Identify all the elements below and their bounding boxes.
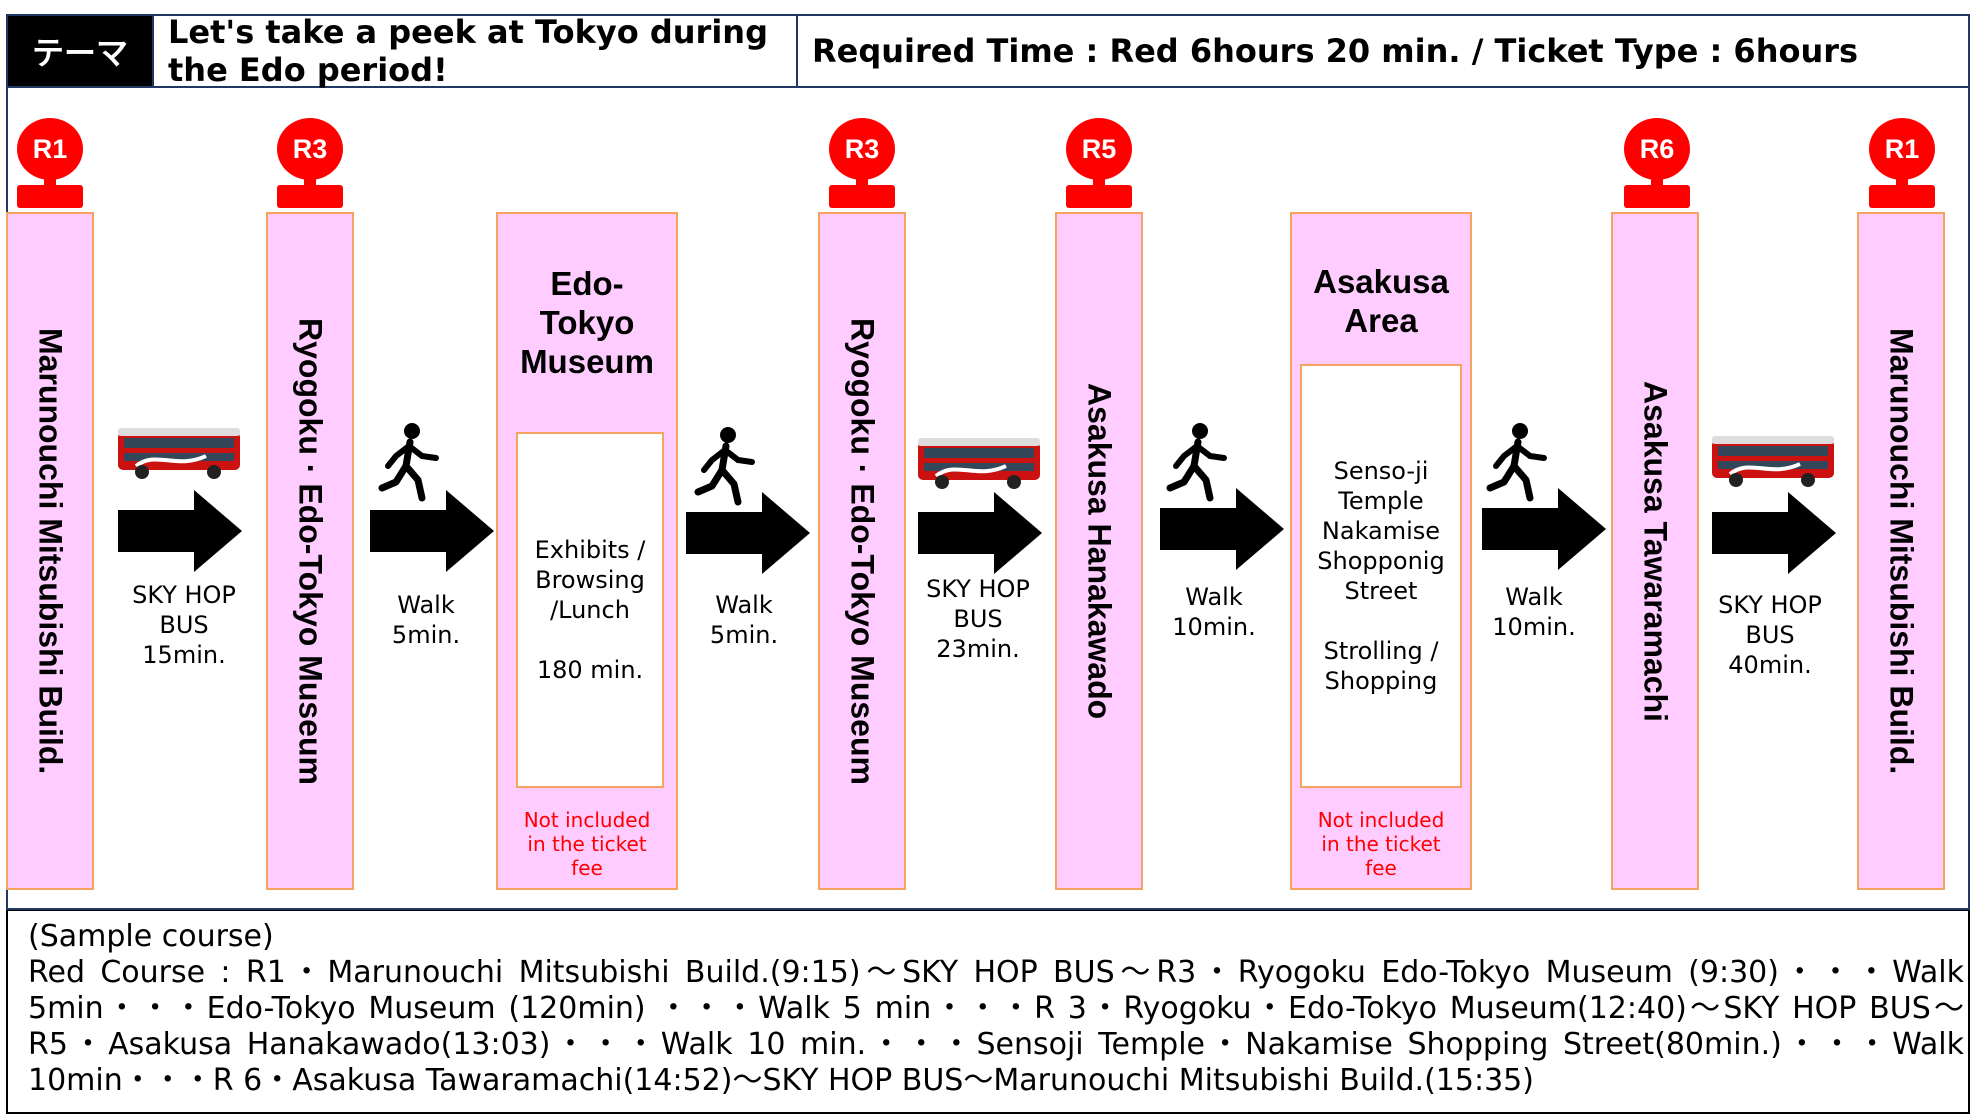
area-asakusa: Asakusa Area Senso-ji Temple Nakamise Sh… [1290,212,1472,890]
stop-name: Ryogoku · Edo-Tokyo Museum [844,317,881,785]
connector-label: Walk 5min. [391,591,461,649]
stop-name: Ryogoku · Edo-Tokyo Museum [292,317,329,785]
arrow-right-icon [1712,492,1836,574]
stop-pin: R3 [827,118,897,212]
stop-pin: R5 [1064,118,1134,212]
stop-box: Ryogoku · Edo-Tokyo Museum [266,212,354,890]
area-content: Senso-ji Temple Nakamise Shopponig Stree… [1300,364,1462,788]
stop-pin-label: R6 [1624,118,1690,180]
stop-pin-label: R1 [17,118,83,180]
stop-pin: R3 [275,118,345,212]
walking-person-icon [1166,423,1227,502]
stop-pin-label: R5 [1066,118,1132,180]
bus-icon [1712,436,1834,487]
connector-label: SKY HOP BUS 15min. [132,581,236,669]
area-edo-tokyo-museum: Edo- Tokyo Museum Exhibits / Browsing /L… [496,212,678,890]
stop-box: Ryogoku · Edo-Tokyo Museum [818,212,906,890]
stop-name: Asakusa Tawaramachi [1637,380,1674,722]
stop-box: Asakusa Hanakawado [1055,212,1143,890]
bus-icon [118,428,240,479]
not-included-note: Not included in the ticket fee [1317,808,1445,880]
arrow-right-icon [370,490,494,572]
connector-label: Walk 10min. [1172,583,1256,641]
arrow-right-icon [918,492,1042,574]
stop-box: Marunouchi Mitsubishi Build. [1857,212,1945,890]
theme-tag: テーマ [8,16,152,86]
stop-name: Asakusa Hanakawado [1081,382,1118,720]
walking-person-icon [1486,423,1547,502]
sample-course-line: Red Course : R1・Marunouchi Mitsubishi Bu… [28,955,1964,990]
area-title: Edo- Tokyo Museum [520,265,654,380]
sample-course-box: (Sample course) Red Course : R1・Marunouc… [6,910,1970,1114]
connector-label: SKY HOP BUS 23min. [926,575,1030,663]
sample-course-line: 10min・・・R 6・Asakusa Tawaramachi(14:52)～S… [28,1063,1534,1098]
arrow-right-icon [118,490,242,572]
required-time: Required Time : Red 6hours 20 min. / Tic… [812,32,1859,70]
connector-label: SKY HOP BUS 40min. [1718,591,1822,679]
theme-title: Let's take a peek at Tokyo during the Ed… [152,13,798,89]
stop-box: Asakusa Tawaramachi [1611,212,1699,890]
bus-icon [918,438,1040,489]
sample-course-line: 5min・・・Edo-Tokyo Museum (120min) ・・・Walk… [28,991,1964,1026]
connector-label: Walk 10min. [1492,583,1576,641]
arrow-right-icon [1482,488,1606,570]
not-included-note: Not included in the ticket fee [523,808,651,880]
walking-person-icon [378,423,439,502]
area-title: Asakusa Area [1313,263,1449,339]
connector-label: Walk 5min. [709,591,779,649]
arrow-right-icon [686,492,810,574]
walking-person-icon [694,427,755,506]
stop-pin: R6 [1622,118,1692,212]
stop-pin: R1 [15,118,85,212]
header-bar [6,14,1970,88]
area-content: Exhibits / Browsing /Lunch 180 min. [516,432,664,788]
stop-name: Marunouchi Mitsubishi Build. [1883,327,1920,775]
stop-pin-label: R3 [829,118,895,180]
stop-name: Marunouchi Mitsubishi Build. [32,327,69,775]
stop-box: Marunouchi Mitsubishi Build. [6,212,94,890]
sample-course-heading: (Sample course) [28,919,274,954]
sample-course-line: R5・Asakusa Hanakawado(13:03)・・・Walk 10 m… [28,1027,1964,1062]
stop-pin-label: R1 [1869,118,1935,180]
arrow-right-icon [1160,488,1284,570]
stop-pin-label: R3 [277,118,343,180]
stop-pin: R1 [1867,118,1937,212]
